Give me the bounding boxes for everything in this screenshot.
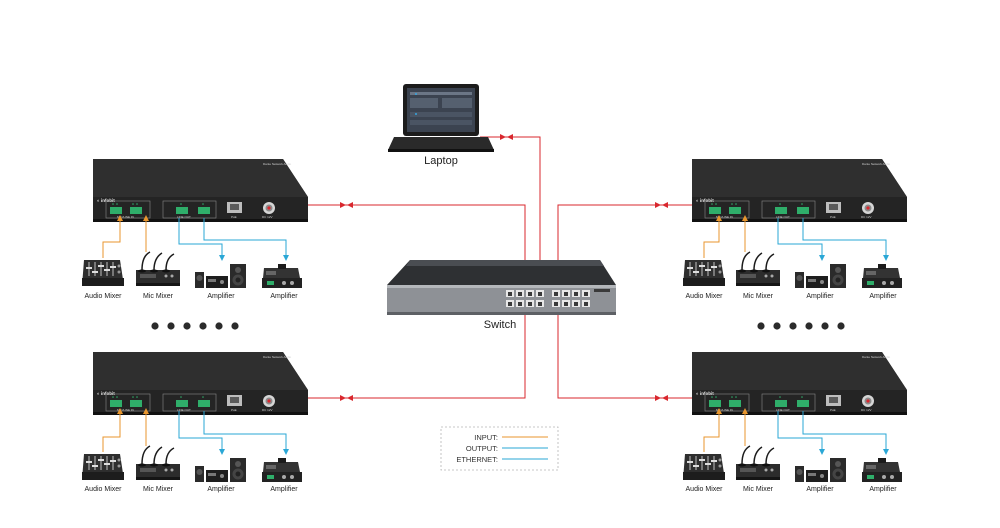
mic-mixer-label: Mic Mixer [743, 293, 774, 300]
amplifier-speaker-device [195, 458, 246, 482]
network-switch [387, 260, 616, 315]
peripheral-labels: Audio Mixer Mic Mixer Amplifier Amplifie… [85, 293, 898, 493]
laptop-label: Laptop [424, 155, 458, 167]
amplifier-label: Amplifier [869, 486, 897, 493]
audio-mixer-label: Audio Mixer [686, 293, 724, 300]
mic-mixer-label: Mic Mixer [143, 486, 174, 493]
ellipsis-dots-right [757, 322, 845, 330]
amplifier-device [862, 264, 902, 288]
eth-line-bottom-left [292, 292, 526, 399]
dante-device-top-left [92, 158, 309, 223]
amplifier-label: Amplifier [270, 486, 298, 493]
amplifier-device [262, 264, 302, 288]
amplifier-device [262, 458, 302, 482]
ethernet-arrows [340, 134, 668, 401]
ellipsis-dots-left [151, 322, 239, 330]
legend-output-label: OUTPUT: [466, 444, 498, 453]
amplifier-speaker-device [195, 264, 246, 288]
mic-mixer-device [135, 445, 181, 481]
audio-mixer-label: Audio Mixer [85, 293, 123, 300]
legend-input-label: INPUT: [474, 433, 498, 442]
amplifier-device [862, 458, 902, 482]
audio-mixer-device [683, 454, 725, 480]
amplifier-label: Amplifier [270, 293, 298, 300]
amplifier-label: Amplifier [207, 486, 235, 493]
audio-cables-bottom-right [703, 408, 889, 455]
audio-mixer-label: Audio Mixer [686, 486, 724, 493]
audio-cables-bottom-left [102, 408, 289, 455]
arrow [655, 202, 661, 208]
switch-label: Switch [484, 319, 516, 331]
mic-mixer-device [135, 251, 181, 287]
amplifier-label: Amplifier [869, 293, 897, 300]
amplifier-speaker-device [795, 264, 846, 288]
audio-mixer-device [82, 454, 124, 480]
audio-cables-top-right [703, 215, 889, 261]
audio-mixer-device [683, 260, 725, 286]
mic-mixer-label: Mic Mixer [743, 486, 774, 493]
audio-mixer-label: Audio Mixer [85, 486, 123, 493]
legend-ethernet-label: ETHERNET: [456, 455, 498, 464]
amplifier-label: Amplifier [806, 486, 834, 493]
arrow [500, 134, 506, 140]
amplifier-label: Amplifier [207, 293, 235, 300]
arrow [655, 395, 661, 401]
dante-device-top-right [691, 158, 908, 223]
audio-mixer-device [82, 260, 124, 286]
arrow [340, 202, 346, 208]
mic-mixer-device [735, 445, 781, 481]
mic-mixer-device [735, 251, 781, 287]
amplifier-speaker-device [795, 458, 846, 482]
dante-device-bottom-left [92, 351, 309, 416]
dante-device-bottom-right [691, 351, 908, 416]
laptop [388, 84, 494, 152]
legend: INPUT: OUTPUT: ETHERNET: [440, 426, 559, 471]
audio-cables-top-left [102, 215, 289, 261]
mic-mixer-label: Mic Mixer [143, 293, 174, 300]
eth-line-top-left [292, 204, 526, 286]
amplifier-label: Amplifier [806, 293, 834, 300]
arrow [340, 395, 346, 401]
